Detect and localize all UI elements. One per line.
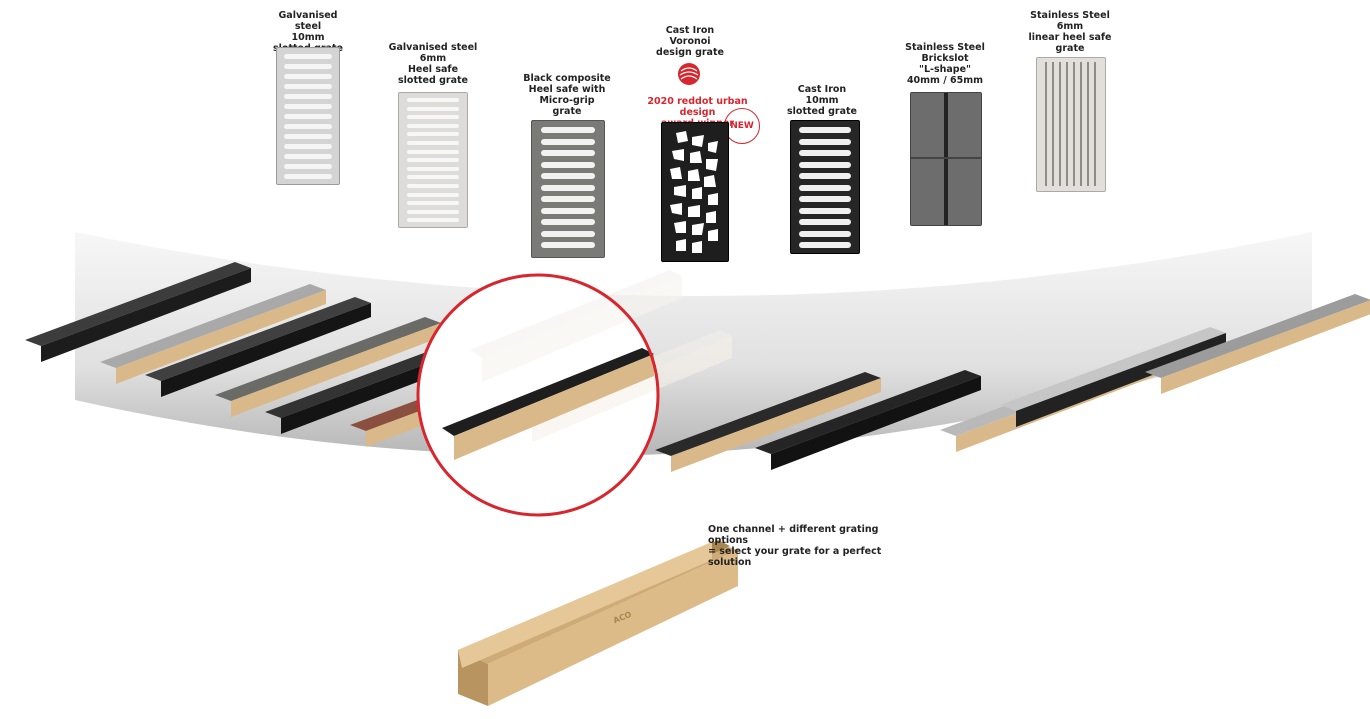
channel-body — [231, 323, 441, 417]
grate-slot — [799, 219, 851, 225]
cast-iron-grate-image — [790, 120, 860, 254]
grate-slot — [540, 184, 596, 191]
channel-body — [1161, 300, 1370, 394]
grate-slot — [407, 98, 459, 102]
channel-body — [1016, 333, 1226, 427]
grate-slot — [540, 207, 596, 214]
composite-grate-image — [531, 120, 605, 258]
grate-slot — [407, 184, 459, 188]
grate-slot — [540, 242, 596, 248]
stainless-linear-grate-image — [1036, 57, 1106, 192]
grate-slot — [1080, 62, 1082, 186]
channel-grate-top — [1000, 327, 1226, 411]
grate-slot — [407, 132, 459, 137]
grate-slot — [284, 74, 332, 79]
brickslot-grate-image — [910, 92, 982, 226]
grate-slot — [1059, 62, 1061, 186]
grate-slot — [799, 173, 851, 179]
channel-grate-top — [755, 370, 981, 454]
grate-slot — [540, 150, 596, 156]
grate-slot — [540, 173, 596, 179]
grate-slot — [407, 166, 459, 171]
grate-slot — [799, 196, 851, 202]
grate-slot — [407, 115, 459, 120]
label-brickslot: Stainless Steel Brickslot "L-shape" 40mm… — [905, 42, 985, 86]
channel-grate-top — [1145, 294, 1370, 378]
grate-slot — [799, 230, 851, 237]
grate-slot — [407, 141, 459, 145]
grate-slot — [284, 134, 332, 139]
grate-slot — [799, 184, 851, 191]
galvanised-10mm-grate-image — [276, 47, 340, 185]
grate-slot — [284, 84, 332, 89]
grate-slot — [799, 138, 851, 145]
voronoi-pattern-icon — [670, 131, 718, 253]
grate-slot — [284, 104, 332, 109]
voronoi-grate-image — [661, 122, 729, 262]
grate-slot — [540, 161, 596, 168]
grate-slot — [1045, 62, 1047, 186]
channel-grate-top — [655, 372, 881, 456]
grate-slot — [799, 242, 851, 248]
grate-slot — [1094, 62, 1096, 186]
label-black-composite: Black composite Heel safe with Micro-gri… — [523, 73, 611, 117]
grate-slot — [284, 54, 332, 59]
channel-body — [161, 303, 371, 397]
label-stainless-6mm: Stainless Steel 6mm linear heel safe gra… — [1028, 10, 1112, 54]
channel-body — [116, 290, 326, 384]
grate-slot — [284, 124, 332, 129]
grate-slot — [799, 127, 851, 133]
grate-slot — [1073, 62, 1075, 186]
grate-slot — [540, 230, 596, 237]
grate-slot — [407, 149, 459, 154]
grate-slot — [284, 174, 332, 179]
grate-slot — [284, 164, 332, 169]
grate-slot — [540, 219, 596, 225]
channel-body — [771, 376, 981, 470]
grate-slot — [284, 64, 332, 69]
grate-slot — [540, 138, 596, 145]
highlight-channel-body — [532, 336, 732, 442]
grate-slot — [799, 207, 851, 214]
grate-slot — [284, 144, 332, 149]
grate-slot — [1052, 62, 1054, 186]
grate-slot — [407, 192, 459, 197]
channel-grate-top — [25, 262, 251, 346]
main-channel-illustration — [458, 540, 738, 706]
grate-slot — [407, 158, 459, 163]
channel-grate-top — [215, 317, 441, 401]
grate-slot — [407, 218, 459, 223]
channel-grate-top — [145, 297, 371, 381]
reddot-logo-icon — [678, 63, 700, 85]
grate-slot — [407, 106, 459, 111]
grate-slot — [540, 127, 596, 133]
grate-slot — [1087, 62, 1089, 186]
label-galvanised-6mm: Galvanised steel 6mm Heel safe slotted g… — [388, 42, 478, 86]
grate-slot — [799, 161, 851, 168]
label-cast-iron-10mm: Cast Iron 10mm slotted grate — [787, 84, 857, 117]
grate-slot — [407, 201, 459, 206]
highlight-channel-body — [482, 276, 682, 382]
highlight-channel-body — [454, 354, 654, 460]
grate-slot — [284, 114, 332, 119]
channel-body — [671, 378, 881, 472]
grate-slot — [1066, 62, 1068, 186]
solution-caption: One channel + different grating options … — [708, 524, 882, 568]
grate-slot — [407, 209, 459, 214]
grate-slot — [284, 154, 332, 159]
grate-slot — [407, 123, 459, 128]
grate-slot — [284, 94, 332, 99]
highlight-channel-top — [470, 270, 682, 358]
galvanised-6mm-grate-image — [398, 92, 468, 228]
label-voronoi: Cast Iron Voronoi design grate — [656, 25, 724, 58]
channel-grate-top — [100, 284, 326, 368]
grate-slot — [540, 196, 596, 202]
grate-slot — [407, 175, 459, 180]
highlight-channel-top — [442, 348, 654, 436]
channel-body — [41, 268, 251, 362]
grate-slot — [799, 150, 851, 156]
